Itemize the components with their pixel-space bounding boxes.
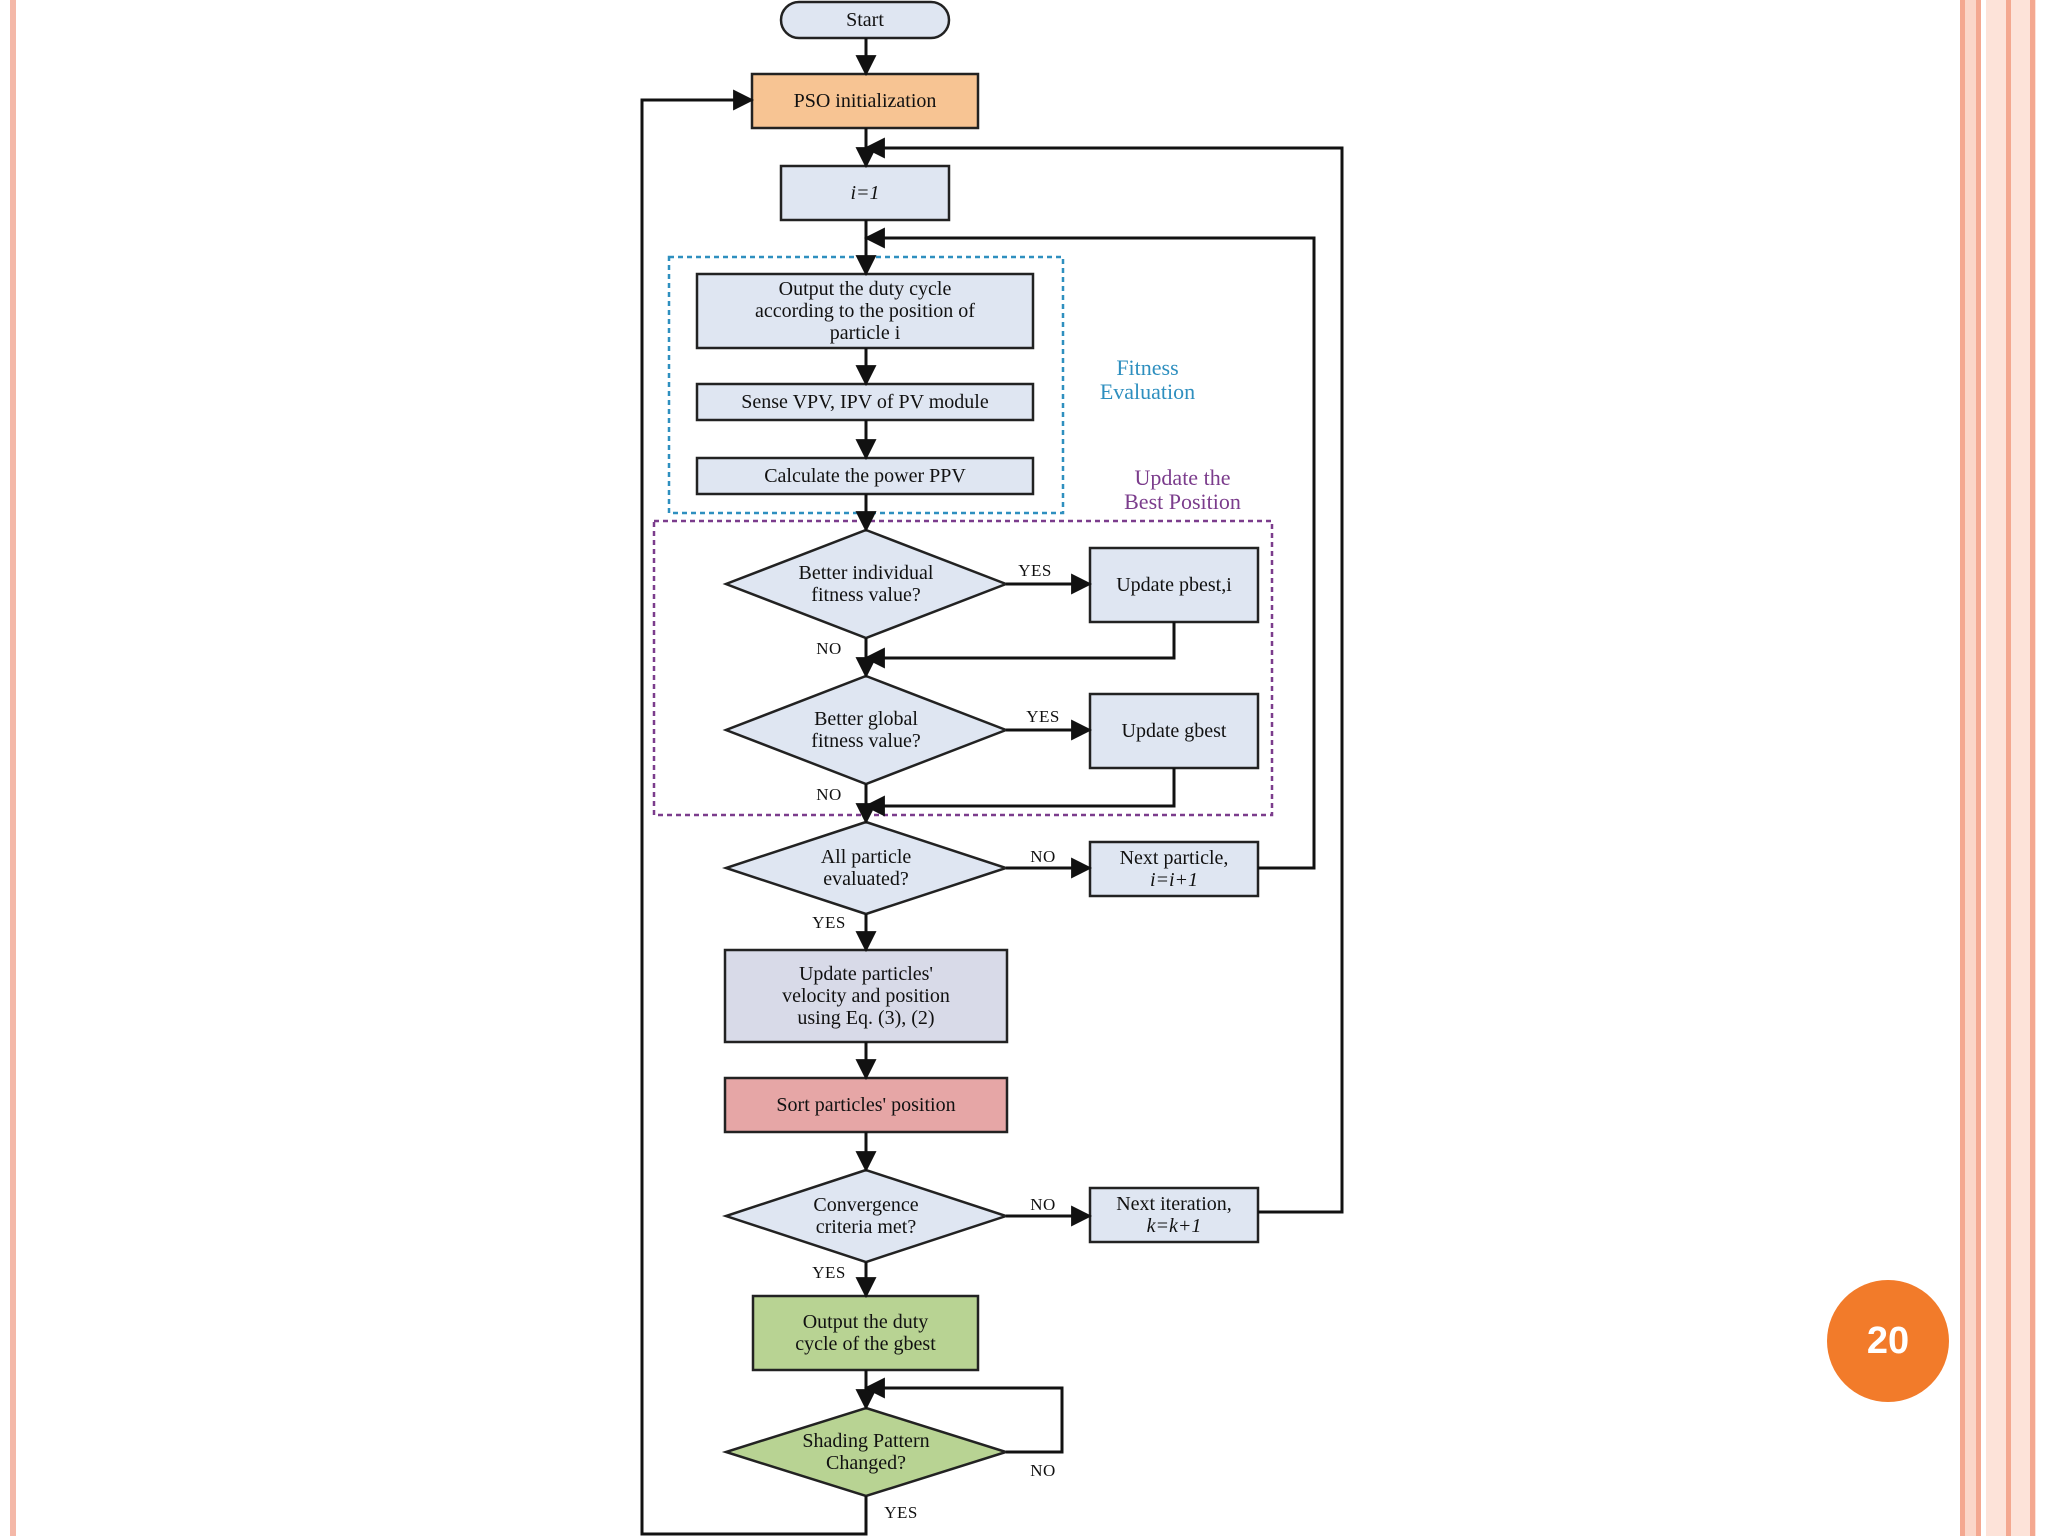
output-duty-box (695, 272, 1035, 350)
output-gbest-box (751, 1294, 980, 1372)
i-assign-box (779, 164, 951, 222)
update-velocity-box (723, 948, 1009, 1044)
no-label-individual: NO (816, 639, 842, 658)
sense-box (695, 382, 1035, 422)
better-individual-label: Better individual fitness value? (798, 562, 934, 606)
arrow-next-iteration-loop (863, 137, 1344, 1214)
update-best-position-title: Update the Best Position (1124, 465, 1241, 514)
fitness-evaluation-title: Fitness Evaluation (1099, 355, 1196, 404)
left-frame-border (10, 0, 16, 1536)
next-iteration-box (1088, 1186, 1260, 1244)
right-frame-line-3 (2006, 0, 2011, 1536)
right-frame-line-1 (1960, 0, 1965, 1536)
yes-label-all-particle: YES (812, 913, 846, 932)
better-global-label: Better global fitness value? (811, 708, 921, 752)
page-number-badge: 20 (1827, 1280, 1949, 1402)
calculate-box (695, 456, 1035, 496)
yes-label-shading: YES (884, 1503, 918, 1522)
yes-label-convergence: YES (812, 1263, 846, 1282)
yes-label-global: YES (1026, 707, 1060, 726)
no-label-global: NO (816, 785, 842, 804)
start-label: Start (846, 9, 884, 31)
update-gbest-label: Update gbest (1121, 720, 1227, 742)
no-label-convergence: NO (1030, 1195, 1056, 1214)
arrow-pbest-return (863, 622, 1176, 669)
no-label-all-particle: NO (1030, 847, 1056, 866)
update-best-position-group (652, 519, 1274, 817)
convergence-label: Convergence criteria met? (813, 1194, 919, 1238)
i-assign-label: i=1 (850, 182, 880, 204)
update-velocity-label: Update particles' velocity and position … (782, 963, 950, 1029)
sort-position-label: Sort particles' position (776, 1094, 956, 1116)
update-pbest-label: Update pbest,i (1116, 574, 1232, 596)
no-label-shading: NO (1030, 1461, 1056, 1480)
sense-label: Sense VPV, IPV of PV module (741, 391, 989, 413)
next-iteration-label: Next iteration, k=k+1 (1116, 1193, 1232, 1237)
yes-label-individual: YES (1018, 561, 1052, 580)
arrow-gbest-return (863, 768, 1176, 817)
calculate-label: Calculate the power PPV (764, 465, 966, 487)
pso-init-label: PSO initialization (793, 90, 937, 112)
sort-position-box (723, 1076, 1009, 1134)
arrow-shading-no-loop (863, 1377, 1064, 1454)
output-duty-label: Output the duty cycle according to the p… (755, 278, 975, 344)
next-particle-label: Next particle, i=i+1 (1119, 847, 1229, 891)
next-particle-box (1088, 840, 1260, 898)
connectors (640, 38, 1344, 1536)
output-gbest-label: Output the duty cycle of the gbest (795, 1311, 936, 1355)
shading-label: Shading Pattern Changed? (802, 1430, 930, 1474)
pso-initialization-box (750, 72, 980, 130)
right-frame-line-2 (1976, 0, 1981, 1536)
right-frame-line-4 (2030, 0, 2035, 1536)
all-particle-label: All particle evaluated? (820, 846, 912, 890)
arrow-shading-yes-loop (640, 89, 868, 1536)
arrow-next-particle-loop (863, 227, 1316, 870)
